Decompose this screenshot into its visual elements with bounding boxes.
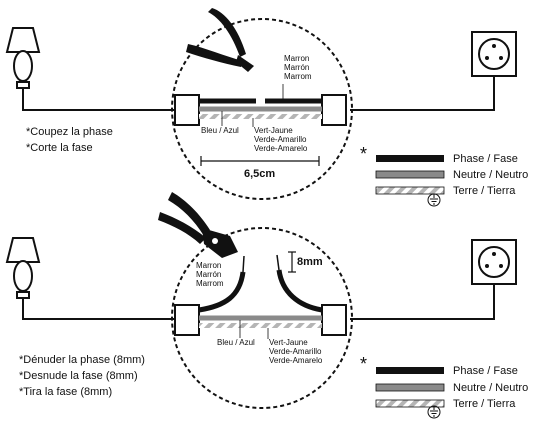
dimension-line [200,156,320,166]
step1-instructions: *Coupez la phase *Corte la fase [26,124,113,156]
green-yellow-label-2: Verde-Amarillo [254,135,307,144]
legend-earth-label: Terre / Tierra [453,398,516,410]
green-yellow-label-3: Verde-Amarelo [269,356,323,365]
strip-length-marker [288,251,296,273]
brown-label-1: Marron [284,54,309,63]
legend-neutral-label: Neutre / Neutro [453,169,528,181]
instruction-line: *Tira la fase (8mm) [19,386,113,398]
legend-neutral-swatch [375,170,445,179]
socket-icon [471,239,517,285]
instruction-line: *Coupez la phase [26,126,113,138]
legend-phase-label: Phase / Fase [453,365,518,377]
legend-phase-label: Phase / Fase [453,153,518,165]
green-yellow-label-2: Verde-Amarillo [269,347,322,356]
step1-diagram: Marron Marrón Marrom Bleu / Azul Vert-Ja… [5,8,517,200]
clamp-block [321,94,347,126]
legend-asterisk: * [360,144,367,164]
legend-neutral-label: Neutre / Neutro [453,382,528,394]
ground-icon [427,193,441,207]
clamp-block [174,94,200,126]
lamp-icon [5,27,41,89]
legend-phase-swatch [376,155,444,162]
lamp-icon [5,237,41,299]
brown-label-3: Marrom [196,279,224,288]
instruction-line: *Corte la fase [26,142,93,154]
instruction-line: *Desnude la fase (8mm) [19,370,138,382]
wire-stripper-icon [158,192,238,258]
measurement-label: 6,5cm [244,168,275,180]
cable-line [22,88,175,111]
brown-label-2: Marrón [196,270,221,279]
phase-wire [276,269,323,313]
step2-instructions: *Dénuder la phase (8mm) *Desnude la fase… [19,352,145,400]
brown-label-1: Marron [196,261,221,270]
legend-earth-swatch [375,186,445,195]
green-yellow-label-3: Verde-Amarelo [254,144,308,153]
legend-1: * Phase / Fase Neutre / Neutro Terre / T… [360,144,528,207]
clamp-block [174,304,200,336]
cable-line [350,284,495,320]
earth-wire [199,323,322,328]
cable-line [22,298,175,320]
phase-wire [198,271,246,313]
zoom-circle [171,18,353,200]
legend-neutral-swatch [375,383,445,392]
green-yellow-label-1: Vert-Jaune [269,338,308,347]
socket-icon [471,31,517,77]
brown-label-3: Marrom [284,72,312,81]
earth-wire [199,114,322,119]
legend-earth-swatch [375,399,445,408]
stripped-end [242,255,245,273]
clamp-block [321,304,347,336]
cable-line [350,76,495,111]
legend-asterisk: * [360,354,367,374]
cutting-pliers-icon [186,8,254,72]
legend-2: * Phase / Fase Neutre / Neutro Terre / T… [360,354,528,419]
legend-earth-label: Terre / Tierra [453,185,516,197]
stripped-end [276,254,280,271]
blue-label: Bleu / Azul [217,338,255,347]
legend-phase-swatch [376,367,444,374]
instruction-line: *Dénuder la phase (8mm) [19,354,145,366]
ground-icon [427,405,441,419]
strip-length-label: 8mm [297,256,323,268]
blue-label: Bleu / Azul [201,126,239,135]
brown-label-2: Marrón [284,63,309,72]
green-yellow-label-1: Vert-Jaune [254,126,293,135]
step2-diagram: Marron Marrón Marrom Bleu / Azul Vert-Ja… [5,192,517,409]
zoom-circle [171,227,353,409]
